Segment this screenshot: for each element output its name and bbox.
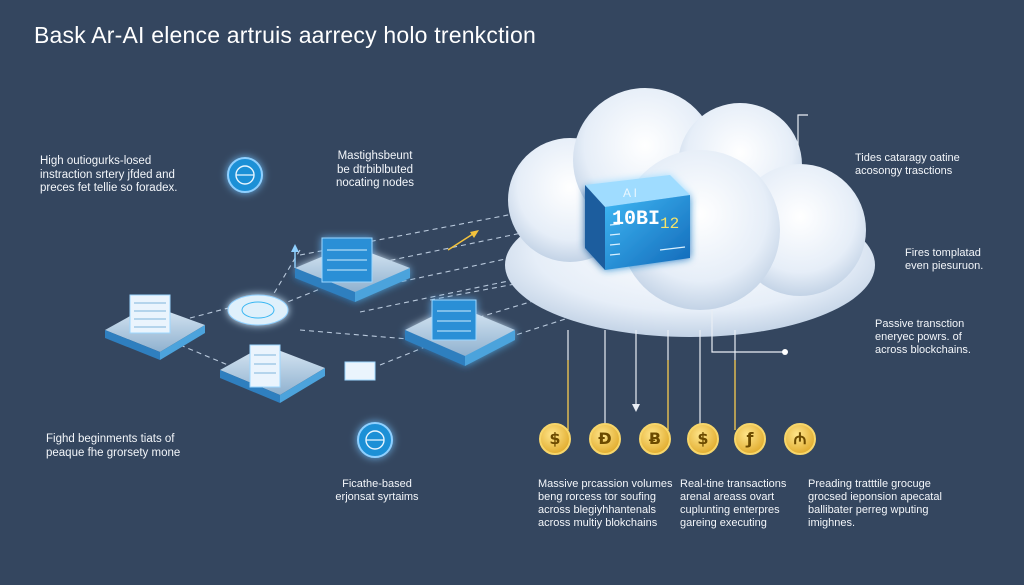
coin-icon: $ <box>687 423 719 455</box>
annotation-bottom-col3: Preading tratttile grocuge grocsed iepon… <box>808 478 942 529</box>
server-node-icon <box>295 237 410 302</box>
annotation-bottom-left: Fighd beginments tiats of peaque fhe gro… <box>46 433 181 459</box>
coin-icon: $ <box>539 423 571 455</box>
page-title: Bask Ar-AI elence artruis aarrecy holo t… <box>34 22 536 48</box>
globe-icon <box>357 422 393 458</box>
annotation-nodes: Mastighsbeunt be dtrbiblbuted nocating n… <box>335 150 414 190</box>
annotation-bottom-col2: Real-tine transactions arenal areass ova… <box>680 478 787 529</box>
coin-icon: Ƀ <box>639 423 671 455</box>
annotation-bottom-center: Ficathe-based erjonsat syrtaims <box>335 478 419 503</box>
server-node-icon <box>105 294 205 360</box>
server-number: 10BI <box>612 208 661 231</box>
coin-icon: ƒ <box>734 423 766 455</box>
annotation-top-right: Tides cataragy oatine acosongy trasction… <box>855 152 960 177</box>
processing-disc <box>227 294 289 326</box>
annotation-bottom-col1: Massive prcassion volumes beng rorcess t… <box>538 478 673 529</box>
server-node-icon <box>405 299 515 366</box>
annotation-mid-right: Fires tomplatad even piesuruon. <box>905 247 984 272</box>
annotation-lower-right: Passive transction eneryec powrs. of acr… <box>875 318 971 356</box>
server-suffix: 12 <box>660 215 680 233</box>
globe-icon <box>227 157 263 193</box>
small-chip <box>344 361 376 381</box>
coin-icon: Ɖ <box>589 423 621 455</box>
server-label: A I <box>623 186 638 200</box>
coin-icon: ₼ <box>784 423 816 455</box>
annotation-top-left: High outiogurks-losed instraction srtery… <box>40 155 178 195</box>
server-node-icon <box>220 344 325 403</box>
ai-server-icon <box>585 175 690 270</box>
